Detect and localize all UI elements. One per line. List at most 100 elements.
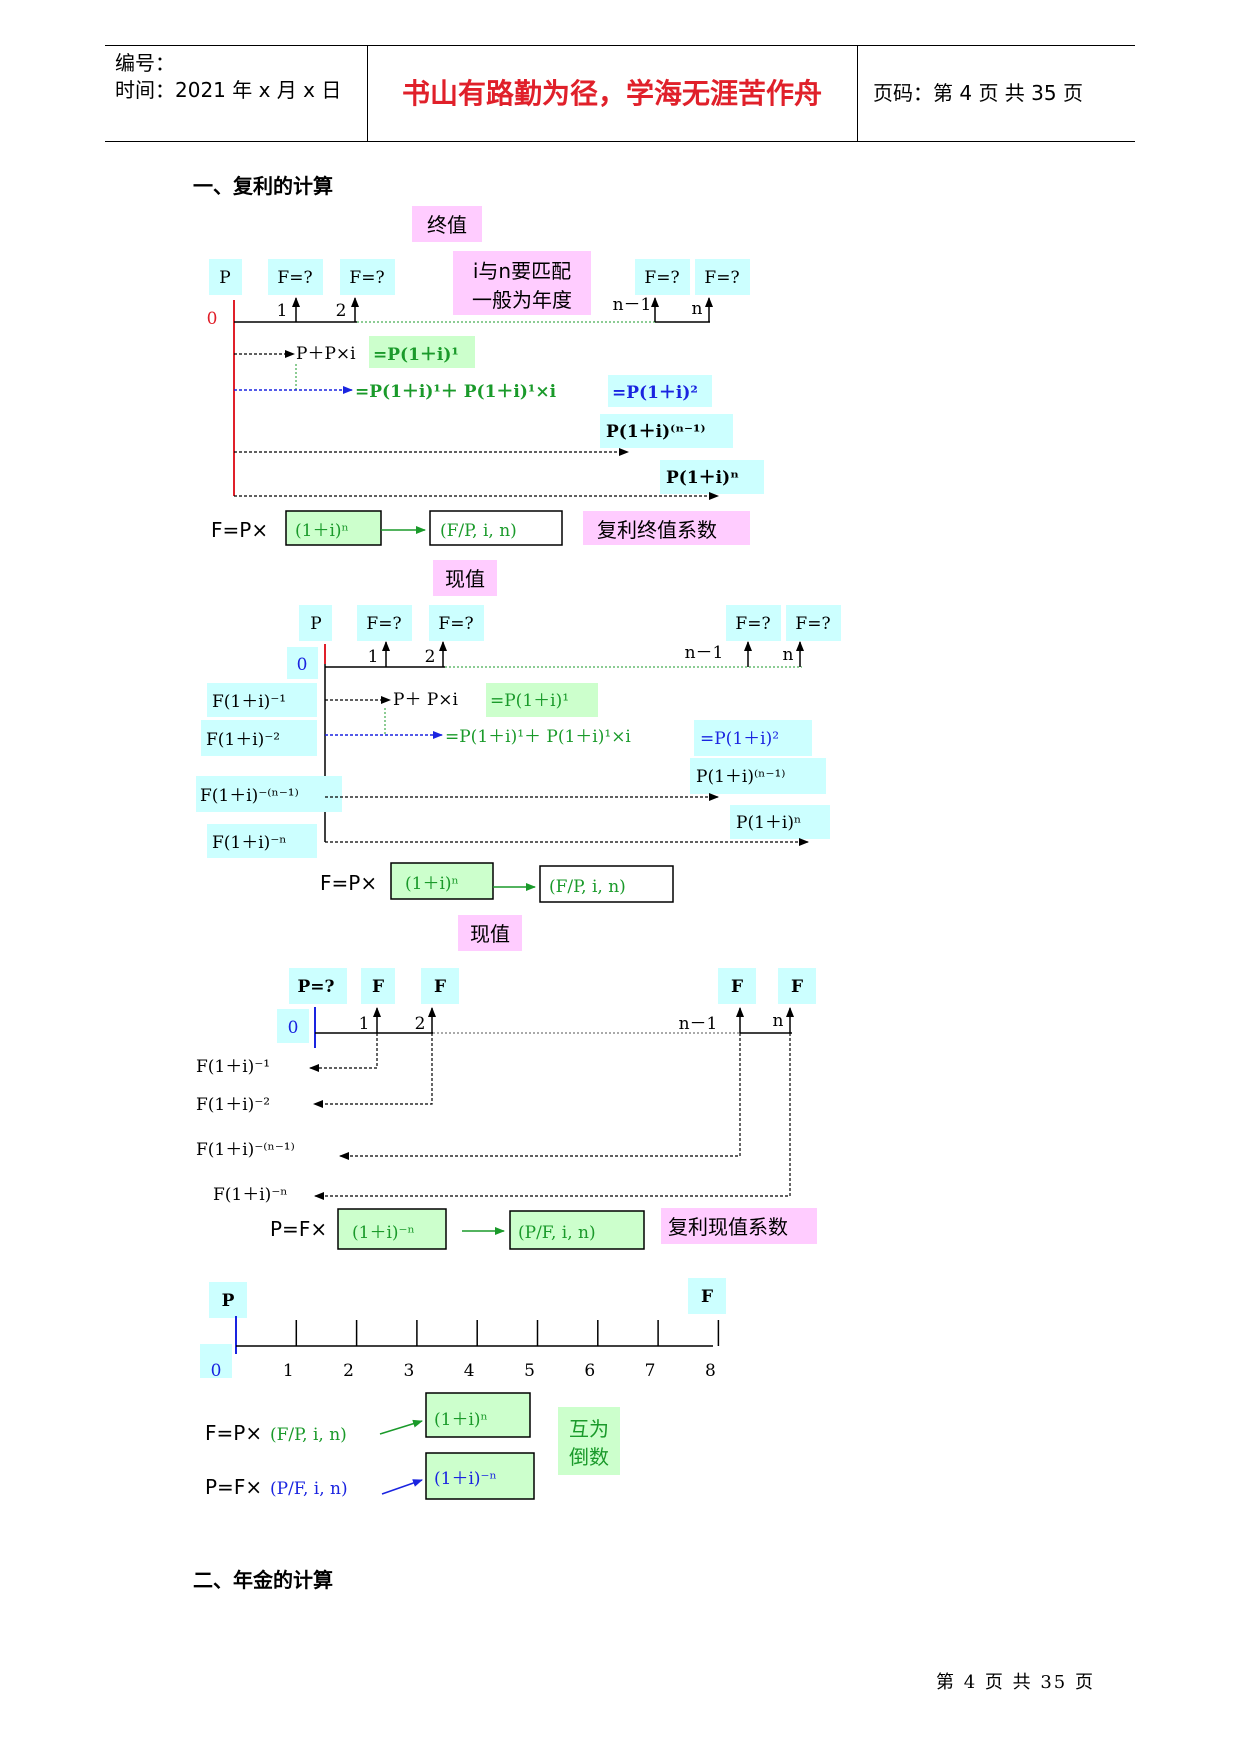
result-text: P(1＋i)⁽ⁿ⁻¹⁾ — [696, 767, 785, 787]
diagram-title: 现值 — [445, 567, 485, 591]
tick-label: 8 — [705, 1361, 716, 1381]
tick-label: 1 — [368, 647, 379, 667]
result-box — [608, 375, 712, 407]
formula-prefix: P=F× — [270, 1217, 327, 1241]
tick-label: 6 — [584, 1361, 595, 1381]
tick-label: 2 — [343, 1361, 354, 1381]
discount-arrow — [313, 1033, 433, 1108]
time-label: 时间：2021 年 x 月 x 日 — [115, 78, 342, 102]
row-text: P＋P×i — [296, 344, 356, 364]
tick-label: n－1 — [679, 1014, 718, 1034]
section-1-title: 一、复利的计算 — [193, 174, 333, 198]
result-box — [694, 720, 812, 756]
coef-box — [661, 1208, 817, 1244]
header-divider — [857, 46, 858, 141]
result-text: P(1＋i)ⁿ — [736, 813, 801, 833]
formula-box — [429, 510, 563, 546]
f-label: F=? — [366, 614, 401, 634]
coef-label: 复利终值系数 — [597, 518, 717, 542]
formula-fn: (P/F, i, n) — [270, 1479, 348, 1499]
tick-label: n — [783, 645, 794, 665]
row-text: P＋ P×i — [393, 690, 459, 710]
zero-label: 0 — [207, 309, 218, 329]
formula-arrow — [379, 1419, 423, 1435]
page-footer: 第 4 页 共 35 页 — [936, 1672, 1095, 1693]
note-line: 一般为年度 — [472, 288, 572, 312]
f-label-box — [357, 605, 412, 641]
header-divider — [367, 46, 368, 141]
p-label-box — [289, 968, 347, 1004]
page-header: 编号： 时间：2021 年 x 月 x 日 书山有路勤为径，学海无涯苦作舟 页码… — [105, 45, 1135, 142]
note-box — [558, 1407, 620, 1475]
note-line: 倒数 — [569, 1445, 609, 1469]
left-label: F(1＋i)⁻⁽ⁿ⁻¹⁾ — [200, 786, 299, 806]
f-label-box — [635, 259, 690, 295]
formula-text: (F/P, i, n) — [549, 877, 626, 897]
tick-label: n－1 — [613, 295, 652, 315]
f-label-box — [786, 605, 841, 641]
formula-text: (1＋i)⁻ⁿ — [434, 1469, 497, 1489]
formula-prefix: F=P× — [205, 1421, 262, 1445]
present-value-diagram-1: 现值 P F=? F=? F=? F=? 0 1 2 n－1 n F(1＋i)⁻… — [196, 560, 841, 903]
diagram-title: 终值 — [427, 213, 467, 237]
discount-arrow — [339, 1033, 741, 1160]
header-left: 编号： 时间：2021 年 x 月 x 日 — [115, 50, 341, 104]
formula-text: (P/F, i, n) — [518, 1223, 596, 1243]
note-line: 互为 — [569, 1417, 609, 1441]
left-label: F(1＋i)⁻⁽ⁿ⁻¹⁾ — [196, 1140, 295, 1160]
tick-label: 3 — [403, 1361, 414, 1381]
result-box — [600, 414, 733, 448]
result-text: =P(1＋i)² — [612, 383, 698, 403]
result-text: P(1＋i)⁽ⁿ⁻¹⁾ — [606, 422, 706, 442]
formula-box — [425, 1452, 535, 1500]
f-label: F — [791, 977, 803, 997]
title-box — [412, 206, 482, 242]
result-box — [730, 805, 830, 839]
f-label: F — [731, 977, 743, 997]
formula-prefix: F=P× — [320, 871, 377, 895]
tick-label: n — [773, 1011, 784, 1031]
f-label: F=? — [277, 268, 312, 288]
header-motto: 书山有路勤为径，学海无涯苦作舟 — [401, 77, 822, 110]
zero-label: 0 — [297, 655, 308, 675]
future-value-diagram: 终值 P F=? F=? F=? F=? i与n要匹配 一般为年度 0 1 2 … — [207, 206, 764, 546]
zero-box — [287, 647, 318, 679]
result-box — [660, 460, 764, 494]
formula-arrow — [381, 1479, 423, 1495]
f-label: F=? — [735, 614, 770, 634]
left-label: F(1＋i)⁻¹ — [196, 1057, 270, 1077]
p-label-box — [299, 605, 332, 641]
tick-label: n — [692, 299, 703, 319]
result-box — [369, 336, 475, 368]
present-value-diagram-2: 现值 P=? F F F F 0 1 2 n－1 n F(1＋i)⁻¹ F(1＋… — [196, 915, 817, 1250]
formula-fn: (F/P, i, n) — [270, 1425, 347, 1445]
formula-text: (1＋i)ⁿ — [295, 521, 349, 541]
tick-label: 2 — [336, 301, 347, 321]
formula-prefix: F=P× — [211, 518, 268, 542]
result-box — [690, 758, 826, 794]
f-label: F — [372, 977, 384, 997]
number-label: 编号： — [115, 51, 175, 75]
f-label: F=? — [438, 614, 473, 634]
formula-box — [337, 1208, 447, 1250]
result-box — [486, 683, 598, 717]
p-label: P — [310, 614, 321, 634]
left-label-box — [207, 824, 317, 858]
formula-box — [509, 1210, 645, 1250]
title-box — [458, 915, 522, 951]
f-label: F=? — [644, 268, 679, 288]
f-label-box — [429, 605, 484, 641]
f-label-box — [340, 259, 395, 295]
tick-label: 1 — [283, 1361, 294, 1381]
tick-label: 0 — [211, 1361, 222, 1381]
note-box — [453, 251, 591, 315]
left-label: F(1＋i)⁻ⁿ — [212, 833, 287, 853]
discount-arrow — [314, 1033, 791, 1200]
formula-box — [539, 865, 674, 903]
formula-prefix: P=F× — [205, 1475, 262, 1499]
formula-text: (1＋i)ⁿ — [405, 874, 459, 894]
left-label: F(1＋i)⁻² — [206, 730, 280, 750]
f-label: F=? — [349, 268, 384, 288]
